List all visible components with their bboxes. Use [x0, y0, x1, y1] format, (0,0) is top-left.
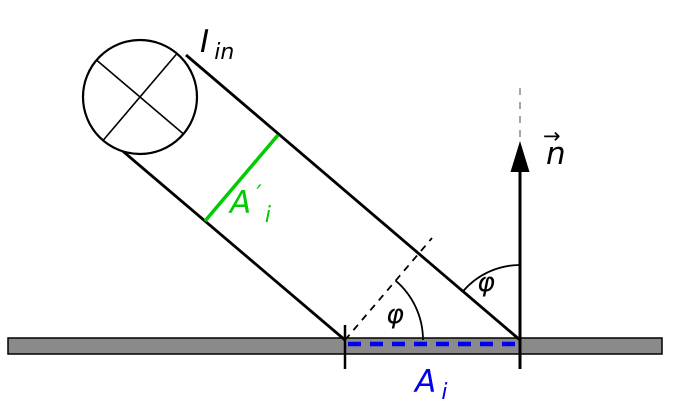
incident-beam-label-sub: in: [214, 40, 234, 65]
beam-cross-section-label-main: A: [228, 185, 251, 221]
beam-cross-section-label: A ′ i: [228, 180, 271, 228]
light-source-cross-line-2: [102, 53, 178, 141]
angle-arc-at-surface: [394, 279, 424, 341]
beam-cross-section-label-prime: ′: [256, 180, 262, 208]
normal-vector-arrowhead-icon: [510, 141, 530, 172]
vector-arrow-icon: →: [543, 124, 561, 148]
incident-beam-label-main: I: [200, 24, 209, 60]
beam-cross-section-label-sub: i: [265, 203, 271, 228]
illuminated-area-label: A i: [413, 364, 447, 405]
illuminated-area-label-sub: i: [441, 380, 447, 405]
incident-beam-label: I in: [200, 24, 234, 65]
angle-arc-at-normal: [462, 264, 521, 292]
beam-edge-bottom: [111, 140, 346, 342]
beam-edge-top: [185, 53, 521, 342]
illuminated-area-label-main: A: [413, 364, 436, 400]
cross-section-direction-dashed-line: [344, 237, 433, 341]
beam-cross-section-line: [203, 133, 280, 223]
normal-vector-label: n: [546, 136, 566, 172]
angle-label-at-normal: φ: [477, 267, 495, 298]
angle-label-at-surface: φ: [386, 299, 404, 330]
surface-bar: [7, 337, 663, 355]
